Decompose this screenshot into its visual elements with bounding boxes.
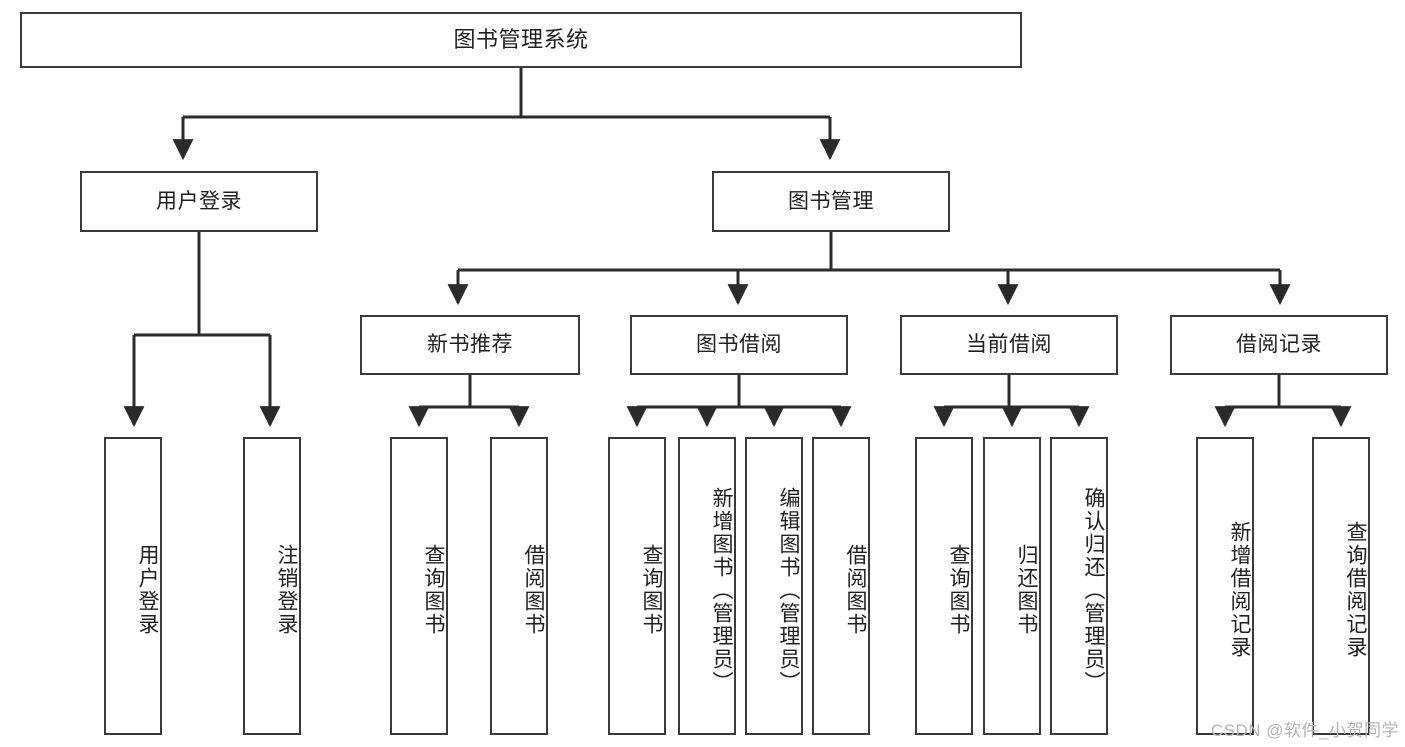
leaf-borrow-book-recommend[interactable]: 借阅图书 — [490, 437, 548, 735]
leaf-query-borrow-record[interactable]: 查询借阅记录 — [1312, 437, 1370, 735]
leaf-borrow-book[interactable]: 借阅图书 — [812, 437, 870, 735]
leaf-label: 借阅图书 — [522, 544, 545, 636]
watermark: CSDN @软件_小贺同学 — [1210, 721, 1399, 740]
node-new-book-recommend[interactable]: 新书推荐 — [360, 315, 580, 375]
leaf-label: 确认归还（管理员） — [1082, 486, 1105, 694]
leaf-label: 用户登录 — [136, 544, 159, 636]
leaf-label: 查询图书 — [947, 544, 970, 636]
node-book-management[interactable]: 图书管理 — [712, 171, 950, 232]
leaf-user-login[interactable]: 用户登录 — [104, 437, 162, 735]
leaf-label: 查询借阅记录 — [1344, 521, 1367, 659]
leaf-add-book-admin[interactable]: 新增图书（管理员） — [678, 437, 736, 735]
leaf-edit-book-admin[interactable]: 编辑图书（管理员） — [745, 437, 803, 735]
node-user-login[interactable]: 用户登录 — [80, 171, 318, 232]
leaf-logout[interactable]: 注销登录 — [243, 437, 301, 735]
node-current-borrow-label: 当前借阅 — [966, 333, 1052, 357]
leaf-add-borrow-record[interactable]: 新增借阅记录 — [1196, 437, 1254, 735]
node-root[interactable]: 图书管理系统 — [20, 12, 1022, 68]
leaf-label: 查询图书 — [422, 544, 445, 636]
leaf-label: 注销登录 — [275, 544, 298, 636]
leaf-label: 查询图书 — [640, 544, 663, 636]
node-root-label: 图书管理系统 — [453, 26, 589, 52]
leaf-label: 新增图书（管理员） — [710, 486, 733, 694]
leaf-label: 借阅图书 — [844, 544, 867, 636]
node-borrow-record[interactable]: 借阅记录 — [1170, 315, 1388, 375]
leaf-label: 新增借阅记录 — [1228, 521, 1251, 659]
node-book-borrow[interactable]: 图书借阅 — [630, 315, 848, 375]
leaf-confirm-return-admin[interactable]: 确认归还（管理员） — [1050, 437, 1108, 735]
leaf-query-book-borrow[interactable]: 查询图书 — [608, 437, 666, 735]
leaf-label: 归还图书 — [1015, 544, 1038, 636]
leaf-label: 编辑图书（管理员） — [777, 486, 800, 694]
node-current-borrow[interactable]: 当前借阅 — [900, 315, 1118, 375]
node-book-management-label: 图书管理 — [788, 189, 874, 213]
node-user-login-label: 用户登录 — [156, 189, 242, 213]
node-new-book-recommend-label: 新书推荐 — [427, 333, 513, 357]
node-borrow-record-label: 借阅记录 — [1236, 333, 1322, 357]
leaf-query-book-current[interactable]: 查询图书 — [915, 437, 973, 735]
leaf-return-book[interactable]: 归还图书 — [983, 437, 1041, 735]
node-book-borrow-label: 图书借阅 — [696, 333, 782, 357]
leaf-query-book-recommend[interactable]: 查询图书 — [390, 437, 448, 735]
